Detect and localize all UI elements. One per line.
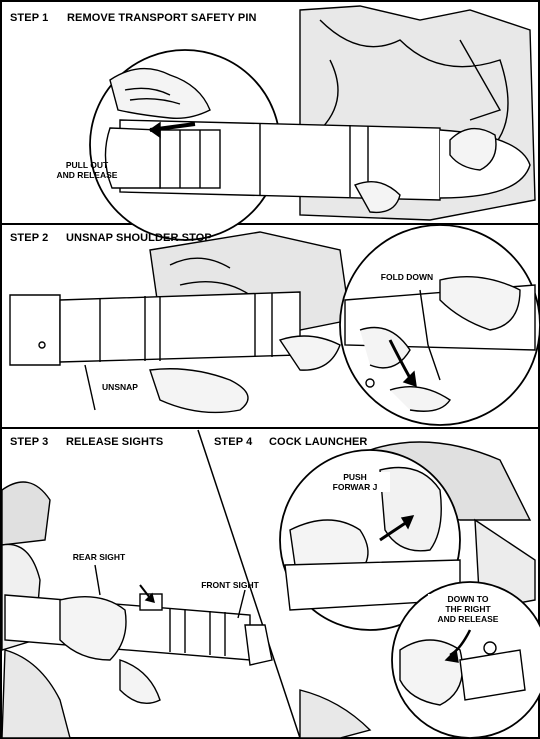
step-3-number: STEP 3 <box>10 436 49 448</box>
step2-illustration <box>9 224 540 426</box>
divider-diagonal <box>197 429 301 739</box>
step-2-number: STEP 2 <box>10 232 49 244</box>
step-4-number: STEP 4 <box>214 436 253 448</box>
step-3-callout-rear-sight: REAR SIGHT <box>72 552 126 562</box>
step-4-callout-push-forward: PUSH FORWAR J <box>320 472 390 492</box>
step-1-callout-pull-out: PULL OUT AND RELEASE <box>56 160 118 180</box>
step-2-callout-unsnap: UNSNAP <box>102 382 138 392</box>
step3-illustration <box>1 481 273 739</box>
step1-illustration <box>89 5 536 241</box>
step-3-callout-front-sight: FRONT SIGHT <box>201 580 259 590</box>
step-1-number: STEP 1 <box>10 12 49 24</box>
step-1-title: REMOVE TRANSPORT SAFETY PIN <box>67 12 257 24</box>
step-2-callout-fold-down: FOLD DOWN <box>380 272 434 282</box>
step-3-title: RELEASE SIGHTS <box>66 436 164 448</box>
step4-illustration <box>279 441 540 739</box>
step-4-title: COCK LAUNCHER <box>269 436 368 448</box>
step-4-callout-down-right-release: DOWN TO THF RIGHT AND RELEASE <box>428 594 508 624</box>
step-2-title: UNSNAP SHOULDER STOP <box>66 232 212 244</box>
